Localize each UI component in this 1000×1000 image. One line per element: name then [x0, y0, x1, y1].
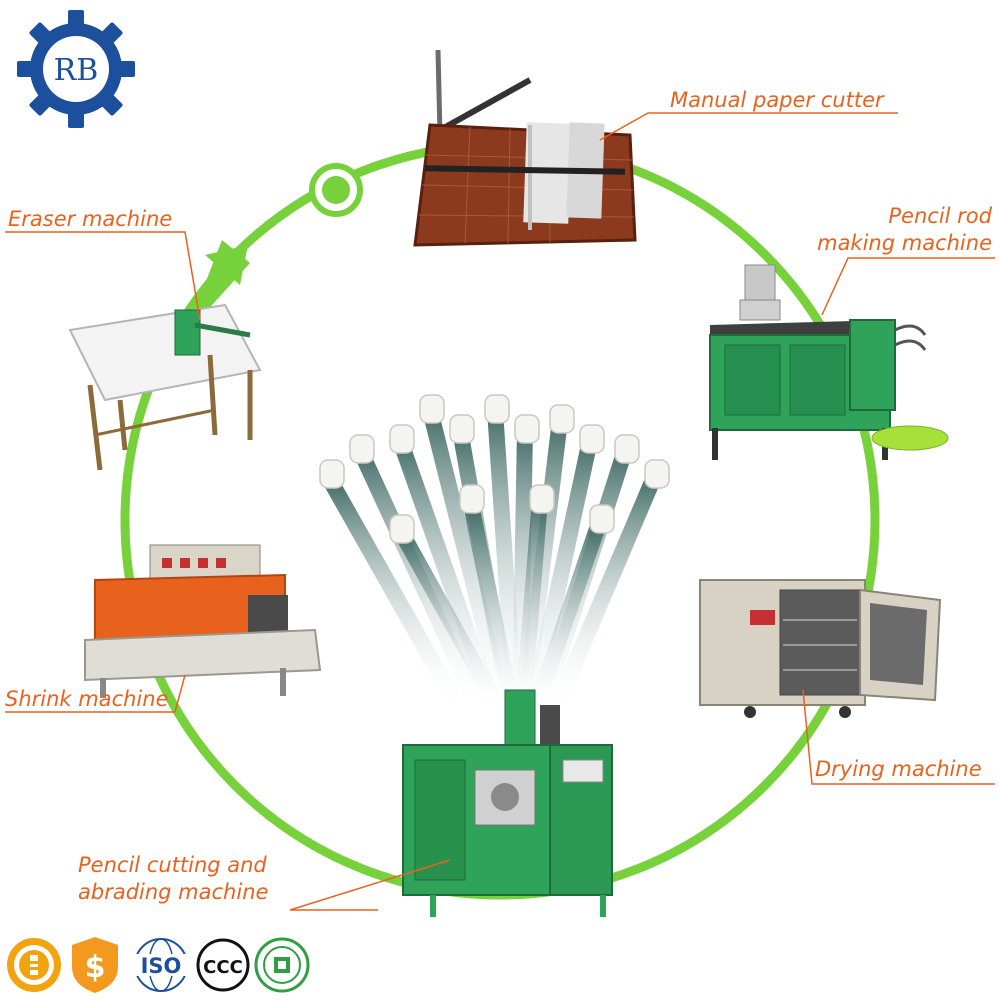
shrink-machine-label: Shrink machine: [5, 687, 169, 711]
paper-cutter-label: Manual paper cutter: [670, 88, 884, 112]
certification-icons: $ ISO CCC: [6, 935, 310, 995]
ccc-icon: CCC: [196, 938, 250, 992]
pencil-rod-label-line2: making machine: [817, 231, 992, 255]
svg-text:$: $: [85, 950, 106, 985]
rb-logo: RB: [17, 10, 135, 128]
coin-icon: [7, 938, 61, 992]
pencil-rod-label: Pencil rod making machine: [817, 203, 992, 257]
cutting-machine-label-line1: Pencil cutting and: [78, 853, 267, 877]
dollar-shield-icon: $: [72, 937, 118, 993]
pencil-rod-machine-image: [709, 264, 949, 460]
pencil-rod-label-line1: Pencil rod: [888, 204, 992, 228]
paper-cutter-image: [413, 49, 637, 247]
drying-machine-image: [699, 579, 942, 718]
cycle-start-marker: [309, 163, 363, 217]
pencils-image: [319, 394, 670, 718]
eraser-machine-image: [68, 303, 262, 471]
ccc-text: CCC: [203, 957, 243, 978]
logo-text: RB: [54, 53, 99, 88]
shrink-machine-image: [84, 544, 322, 698]
iso-icon: ISO: [134, 938, 188, 992]
quality-seal-icon: [254, 937, 310, 993]
iso-text: ISO: [141, 954, 182, 978]
drying-machine-label: Drying machine: [815, 757, 982, 781]
cutting-machine-label: Pencil cutting and abrading machine: [78, 852, 268, 906]
eraser-machine-label: Eraser machine: [8, 207, 173, 231]
cutting-machine-label-line2: abrading machine: [78, 880, 269, 904]
cutting-machine-image: [402, 689, 613, 917]
